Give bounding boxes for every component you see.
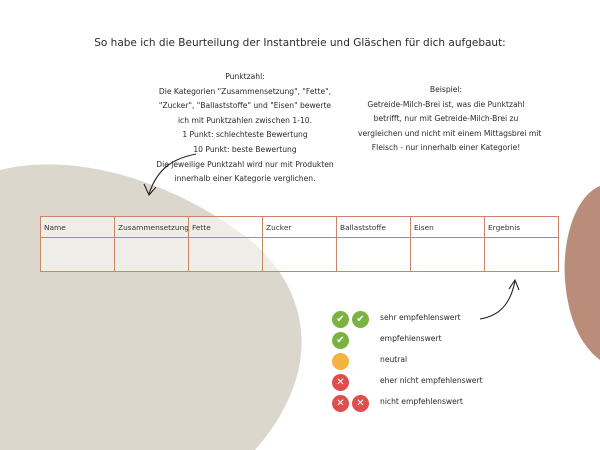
cross-icon: ✕: [332, 395, 349, 412]
curved-arrow-left-head: [143, 183, 157, 197]
column-header-fats: Fette: [188, 216, 263, 238]
score-line: "Zucker", "Ballaststoffe" und "Eisen" be…: [158, 101, 332, 111]
cross-icon: ✕: [352, 395, 369, 412]
check-icon: ✔: [332, 311, 349, 328]
example-line: betrifft, nur mit Getreide-Milch-Brei zu: [373, 114, 519, 124]
legend-label: nicht empfehlenswert: [380, 397, 463, 406]
check-icon: ✔: [352, 311, 369, 328]
white-blob: [366, 295, 600, 450]
brown-circle: [564, 186, 600, 360]
page-title: So habe ich die Beurteilung der Instantb…: [94, 37, 506, 49]
score-line: 10 Punkt: beste Bewertung: [193, 144, 297, 154]
column-header-sugar: Zucker: [262, 216, 337, 238]
cross-icon: ✕: [332, 374, 349, 391]
score-line: innerhalb einer Kategorie verglichen.: [174, 174, 316, 184]
column-header-iron: Eisen: [410, 216, 485, 238]
legend-label: sehr empfehlenswert: [380, 313, 461, 322]
example-heading: Beispiel:: [429, 85, 463, 94]
column-header-composition: Zusammensetzung: [114, 216, 189, 238]
table-cell: [188, 237, 263, 272]
table-cell: [40, 237, 115, 272]
curved-arrow-right-icon: [479, 280, 516, 320]
example-line: Fleisch - nur innerhalb einer Kategorie!: [371, 143, 521, 153]
copyright-notice: © Selina Wolf, 2024: [409, 424, 592, 444]
score-line: 1 Punkt: schlechteste Bewertung: [182, 130, 308, 140]
column-header-fiber: Ballaststoffe: [336, 216, 411, 238]
curved-arrow-right-head: [508, 278, 520, 291]
score-heading: Punktzahl:: [225, 72, 265, 81]
table-cell: [262, 237, 337, 272]
example-explanation: Beispiel: Getreide-Milch-Brei ist, was d…: [358, 83, 542, 156]
curved-arrow-left-icon: [148, 153, 197, 195]
score-explanation: Punktzahl: Die Kategorien "Zusammensetzu…: [152, 70, 338, 187]
score-line: Die jeweilige Punktzahl wird nur mit Pro…: [156, 159, 334, 169]
column-header-result: Ergebnis: [484, 216, 559, 238]
table-cell: [114, 237, 189, 272]
check-icon: ✔: [332, 332, 349, 349]
legend-label: empfehlenswert: [380, 334, 442, 343]
table-cell: [484, 237, 559, 272]
example-line: Getreide-Milch-Brei ist, was die Punktza…: [367, 99, 525, 109]
legend-label: eher nicht empfehlenswert: [380, 376, 483, 385]
neutral-dot-icon: [332, 353, 349, 370]
table-cell: [410, 237, 485, 272]
beige-blob: [0, 164, 302, 450]
example-line: vergleichen und nicht mit einem Mittagsb…: [358, 128, 542, 138]
legend-label: neutral: [380, 355, 408, 364]
score-line: Die Kategorien "Zusammensetzung", "Fette…: [158, 86, 332, 96]
column-header-name: Name: [40, 216, 115, 238]
rating-table: Name Zusammensetzung Fette Zucker Ballas…: [40, 216, 559, 272]
table-header-row: Name Zusammensetzung Fette Zucker Ballas…: [40, 216, 559, 238]
table-row: [40, 237, 559, 272]
score-line: ich mit Punktzahlen zwischen 1-10.: [177, 115, 313, 125]
table-cell: [336, 237, 411, 272]
